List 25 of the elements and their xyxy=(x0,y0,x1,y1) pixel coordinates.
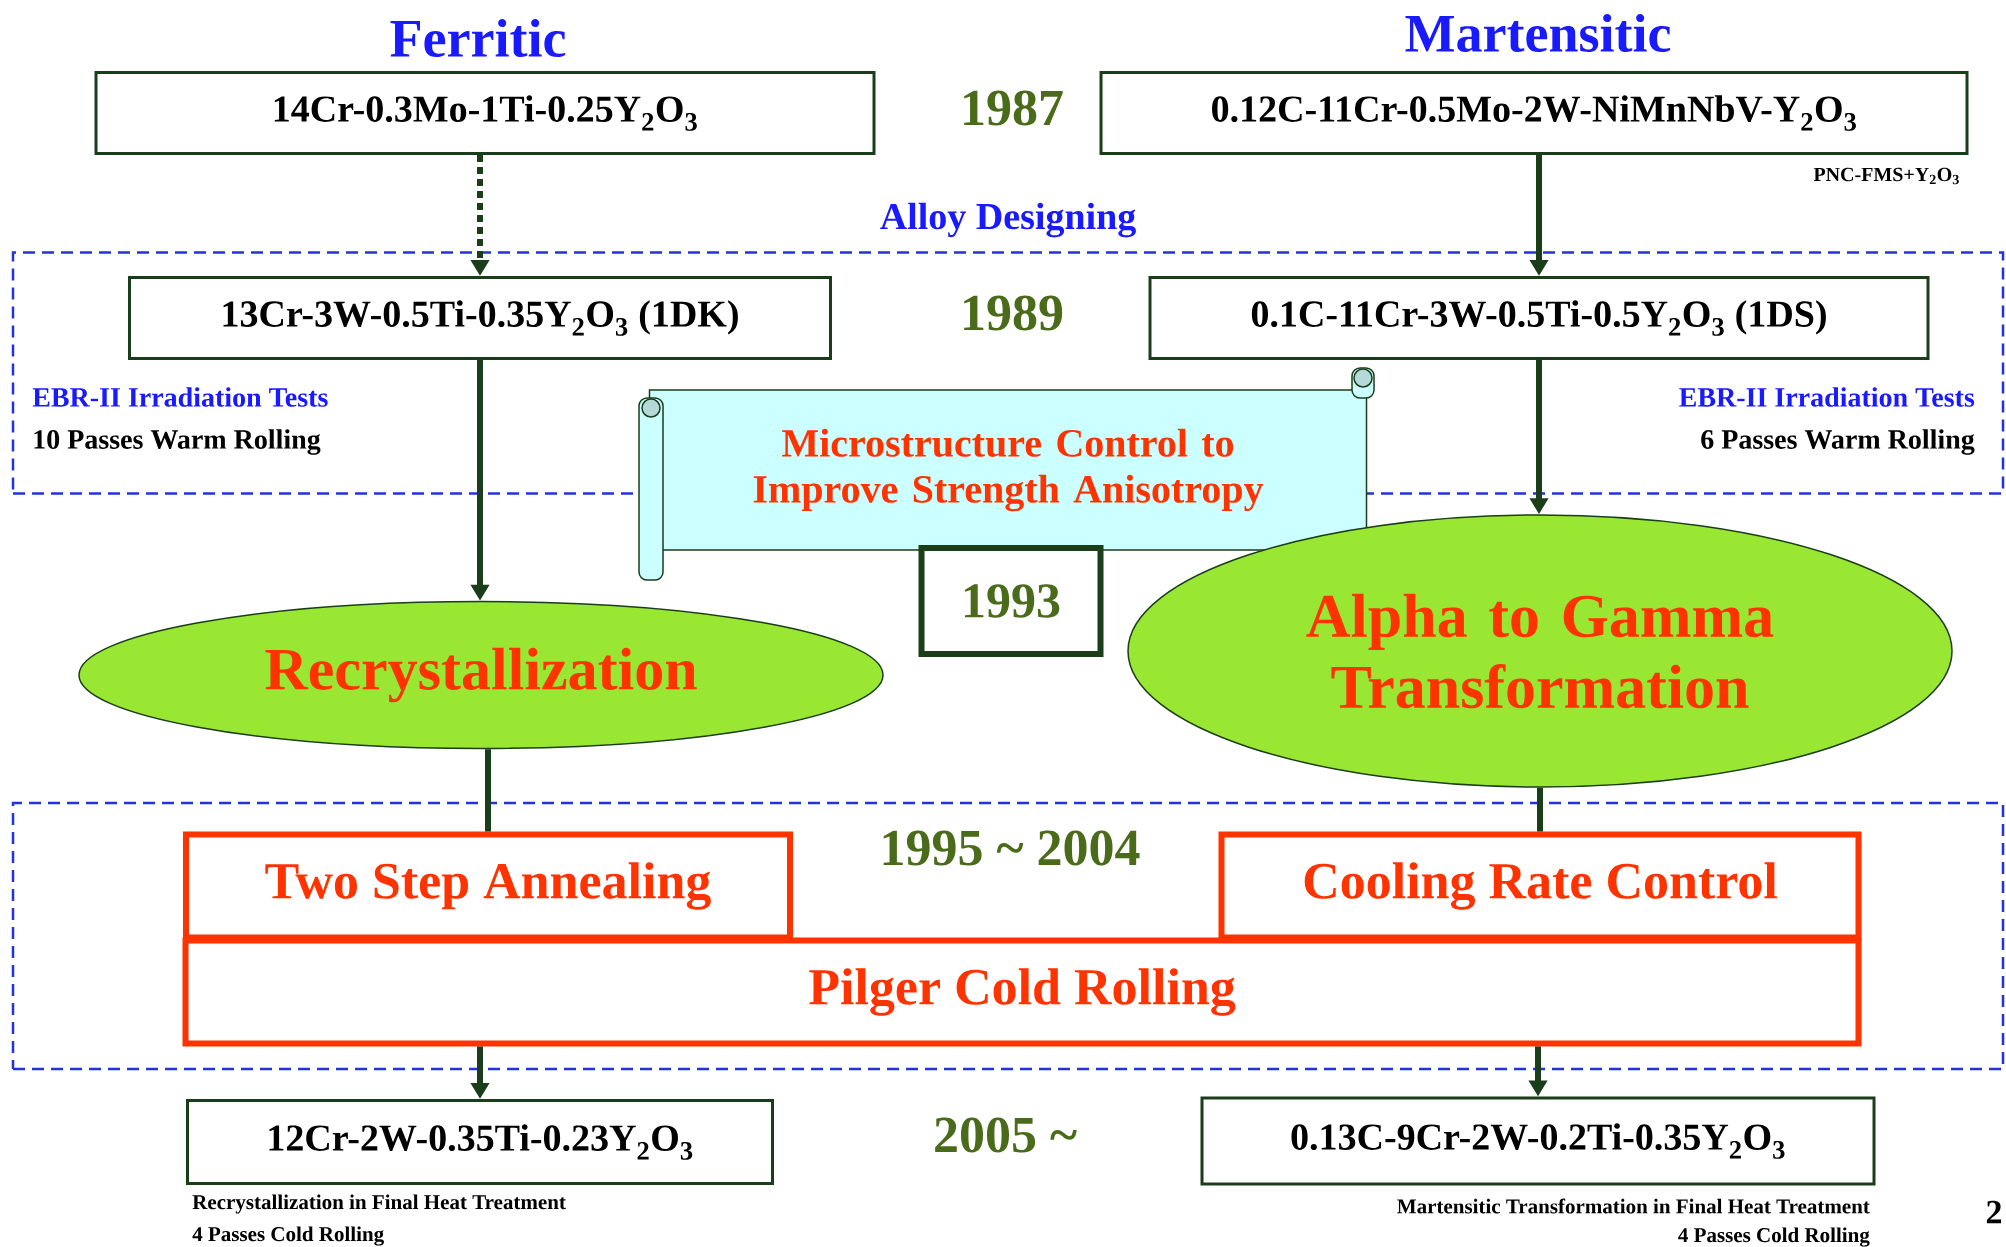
note-text: 10 Passes Warm Rolling xyxy=(34,429,321,455)
year-box: 1993 xyxy=(918,545,1104,657)
formula-box: 0.13C-9Cr-2W-0.2Ti-0.35Y$_{2}$O$_{3}$ xyxy=(1200,1096,1876,1186)
process-box: Cooling Rate Control xyxy=(1218,831,1862,941)
year-label: 1995 ~ 2004 xyxy=(883,830,1140,866)
note-text: 4 Passes Cold Rolling xyxy=(1678,1227,1870,1247)
heading-text: Alloy Designing xyxy=(880,202,1136,238)
formula-box: 12Cr-2W-0.35Ti-0.23Y$_{2}$O$_{3}$ xyxy=(186,1099,774,1185)
year-label: 2005 ~ xyxy=(935,1117,1077,1153)
year-label: 1989 xyxy=(964,295,1063,331)
formula-box: 0.1C-11Cr-3W-0.5Ti-0.5Y$_{2}$O$_{3}$ (1DS) xyxy=(1148,276,1930,360)
note-text: PNC-FMS+Y$_{2}$O$_{3}$ xyxy=(1813,167,1959,185)
process-box: Two Step Annealing xyxy=(183,831,793,941)
formula-box: 13Cr-3W-0.5Ti-0.35Y$_{2}$O$_{3}$ (1DK) xyxy=(128,276,832,360)
year-label: 1987 xyxy=(964,90,1063,126)
note-text: Martensitic Transformation in Final Heat Treatment xyxy=(1397,1198,1870,1214)
page-number: 2 xyxy=(1986,1200,2001,1224)
note-text: 4 Passes Cold Rolling xyxy=(192,1226,384,1246)
note-text: EBR-II Irradiation Tests xyxy=(32,387,328,407)
note-text: Recrystallization in Final Heat Treatment xyxy=(192,1194,566,1214)
note-text: 6 Passes Warm Rolling xyxy=(1701,429,1975,455)
formula-box: 0.12C-11Cr-0.5Mo-2W-NiMnNbV-Y$_{2}$O$_{3}$ xyxy=(1099,71,1969,155)
note-text: EBR-II Irradiation Tests xyxy=(1679,387,1975,407)
formula-box: 14Cr-0.3Mo-1Ti-0.25Y$_{2}$O$_{3}$ xyxy=(94,71,876,155)
dashed-frame xyxy=(11,801,2005,1071)
